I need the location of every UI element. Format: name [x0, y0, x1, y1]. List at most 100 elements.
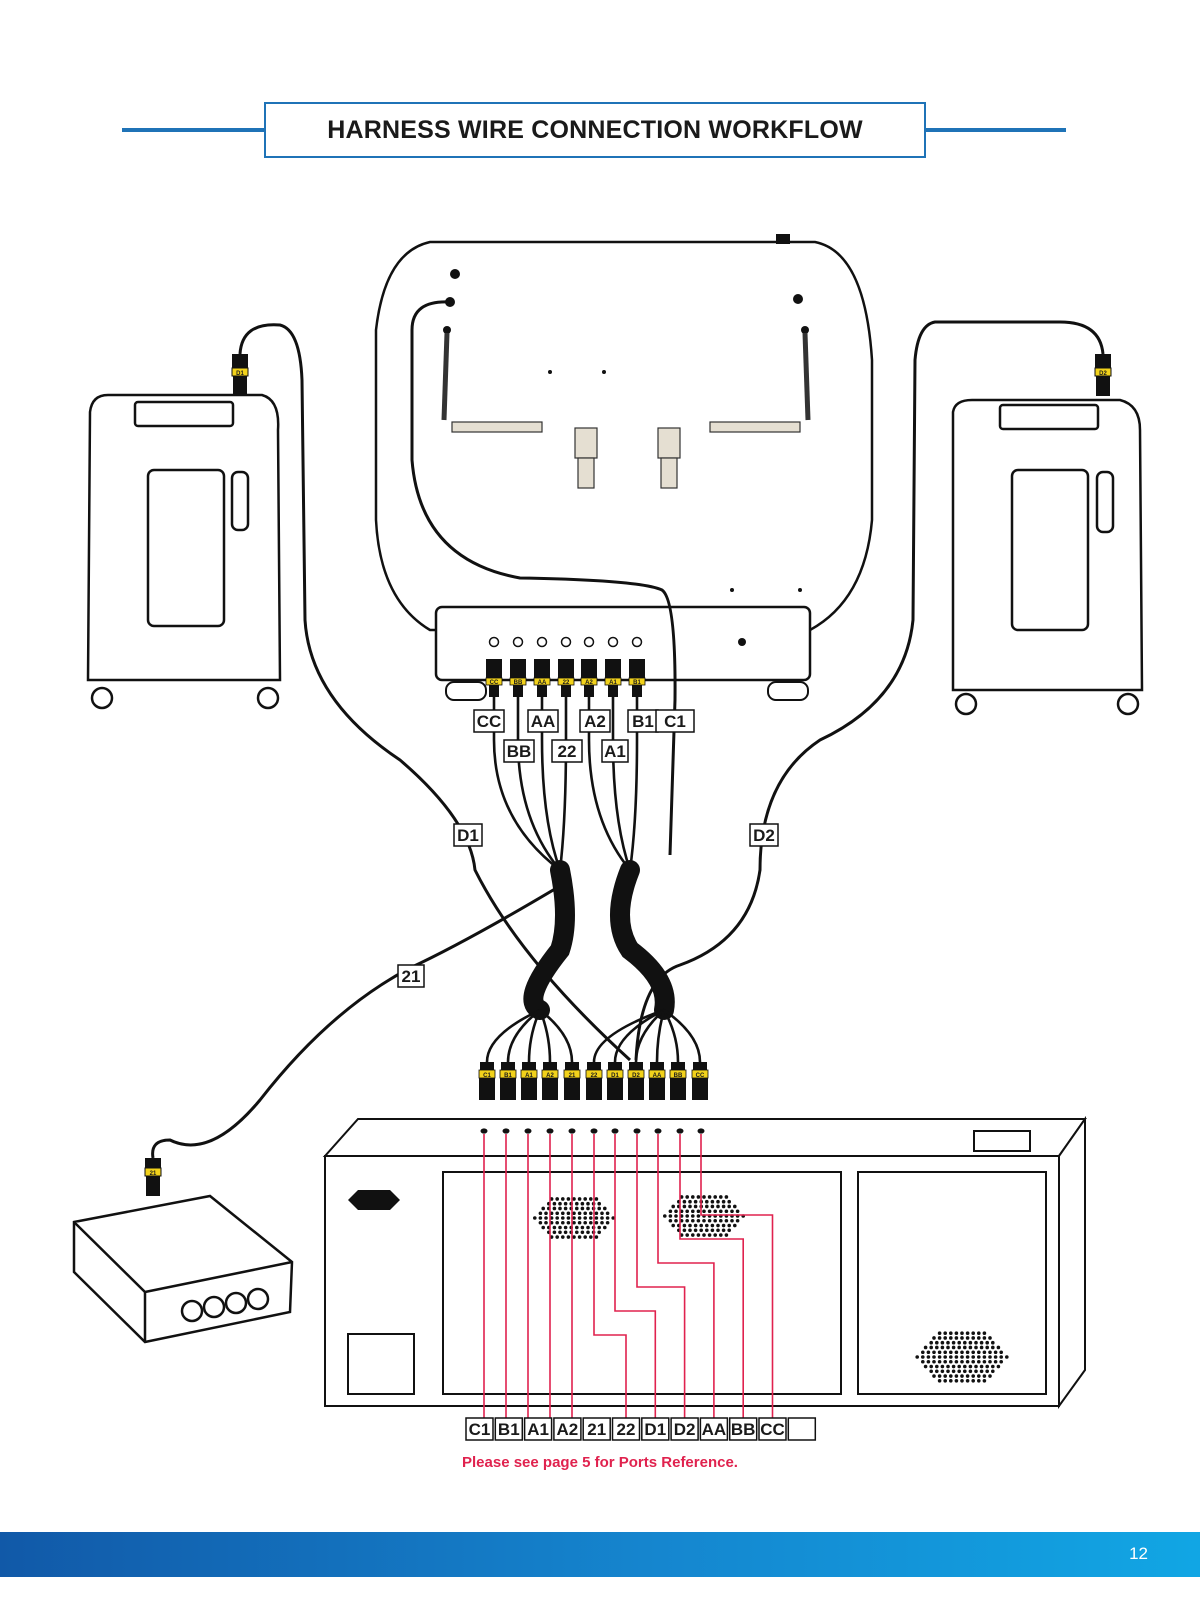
- svg-text:21: 21: [150, 1171, 157, 1177]
- bottom-port-label-12: [787, 1417, 817, 1441]
- panel-port-7: [611, 1128, 619, 1134]
- manifold-port-1: [488, 636, 500, 648]
- lower-harness-wire-7: [613, 1008, 665, 1063]
- bottom-port-label-9-text: AA: [702, 1420, 727, 1439]
- manifold-port-2: [512, 636, 524, 648]
- connection-labels: D1 D2 21: [397, 823, 779, 988]
- manifold-port-3: [536, 636, 548, 648]
- lower-connector-8: D2: [627, 1062, 645, 1100]
- harness-wire-7: [628, 697, 639, 871]
- manifold-plug-tag: A1: [609, 680, 617, 686]
- panel-port-10: [676, 1128, 684, 1134]
- lower-harness-wire-6: [592, 1008, 665, 1063]
- page-title: HARNESS WIRE CONNECTION WORKFLOW: [264, 102, 926, 158]
- lower-connector-tag: A2: [546, 1073, 554, 1079]
- title-rule-left: [122, 128, 264, 132]
- lower-connector-11: CC: [691, 1062, 709, 1100]
- upper-wire-label-2: BB: [503, 739, 535, 763]
- upper-wire-label-6: A1: [601, 739, 629, 763]
- label-d2: D2: [749, 823, 779, 847]
- lower-connector-tag: AA: [653, 1073, 662, 1079]
- manifold-port-6: [607, 636, 619, 648]
- bottom-port-label-6-text: 22: [617, 1420, 636, 1439]
- wire-d2: [634, 320, 1105, 1061]
- lower-connector-tag: C1: [483, 1073, 491, 1079]
- harness-loom: [523, 860, 675, 1020]
- page-number: 12: [1129, 1544, 1148, 1563]
- compressor-unit: [72, 1194, 294, 1344]
- bottom-port-label-7-text: D1: [644, 1420, 666, 1439]
- manifold-plug-tag: B1: [633, 680, 641, 686]
- bottom-port-label-6: 22: [611, 1417, 641, 1441]
- lower-harness-wire-11: [663, 1008, 702, 1063]
- plug-21: 21: [144, 1158, 162, 1196]
- harness-wire-1: [492, 697, 561, 872]
- manifold-plug-1: CC: [485, 659, 503, 697]
- manifold-plug-tag: CC: [490, 680, 499, 686]
- manifold-plug-tag: 22: [563, 680, 570, 686]
- manifold-plug-4: 22: [557, 659, 575, 697]
- label-21-text: 21: [402, 967, 421, 986]
- manifold-plug-5: A2: [580, 659, 598, 697]
- panel-port-3: [524, 1128, 532, 1134]
- bottom-port-label-7: D1: [641, 1417, 670, 1441]
- upper-wire-label-5-text: A2: [584, 712, 606, 731]
- panel-trace-9: [657, 1134, 715, 1418]
- manifold-plug-6: A1: [604, 659, 622, 697]
- ports-reference-note: Please see page 5 for Ports Reference.: [462, 1454, 738, 1471]
- bottom-port-label-2: B1: [494, 1417, 524, 1441]
- lower-harness-wire-2: [506, 1008, 541, 1063]
- panel-port-2: [502, 1128, 510, 1134]
- harness-wire-4: [558, 697, 568, 871]
- bottom-port-label-11: CC: [758, 1417, 787, 1441]
- lower-connector-6: 22: [585, 1062, 603, 1100]
- manifold-plug-tag: BB: [514, 680, 523, 686]
- title-rule-right: [926, 128, 1066, 132]
- bottom-port-label-5-text: 21: [587, 1420, 606, 1439]
- lower-connector-tag: 21: [569, 1073, 576, 1079]
- lower-connector-3: A1: [520, 1062, 538, 1100]
- bottom-port-label-8-text: D2: [674, 1420, 696, 1439]
- panel-trace-8: [636, 1134, 686, 1418]
- lower-connector-2: B1: [499, 1062, 517, 1100]
- bottom-port-label-11-text: CC: [760, 1420, 785, 1439]
- upper-wire-label-2-text: BB: [507, 742, 532, 761]
- manifold-plug-3: AA: [533, 659, 551, 697]
- panel-port-4: [546, 1128, 554, 1134]
- lower-connector-5: 21: [563, 1062, 581, 1100]
- lower-harness-wire-3: [527, 1009, 542, 1063]
- panel-port-6: [590, 1128, 598, 1134]
- harness-wire-5: [587, 697, 632, 871]
- label-d1: D1: [453, 823, 483, 847]
- wire-d1: [238, 323, 632, 1062]
- lower-connector-tag: BB: [674, 1073, 683, 1079]
- wire-c1: [410, 300, 677, 856]
- panel-port-9: [654, 1128, 662, 1134]
- panel-port-8: [633, 1128, 641, 1134]
- upper-wire-label-7-text: B1: [632, 712, 654, 731]
- upper-wire-label-5: A2: [579, 709, 611, 733]
- lower-connector-tag: D1: [611, 1073, 619, 1079]
- lower-connector-1: C1: [478, 1062, 496, 1100]
- cabinet-casters: [445, 681, 809, 701]
- control-box-plate: [348, 1190, 400, 1210]
- manifold-plug-7: B1: [628, 659, 646, 697]
- bottom-port-label-9: AA: [699, 1417, 729, 1441]
- label-d1-text: D1: [457, 826, 479, 845]
- harness-upper-wires: [492, 697, 639, 872]
- lower-harness-wire-5: [539, 1008, 574, 1063]
- upper-wire-label-7: B1: [627, 709, 659, 733]
- plug-d1: D1: [231, 354, 249, 396]
- cabinet-filters: [451, 421, 801, 489]
- lower-connector-4: A2: [541, 1062, 559, 1100]
- bottom-port-label-3-text: A1: [527, 1420, 549, 1439]
- svg-text:D1: D1: [236, 371, 244, 377]
- upper-wire-label-1-text: CC: [477, 712, 502, 731]
- harness-lower-wires: [485, 1008, 702, 1063]
- label-d2-text: D2: [753, 826, 775, 845]
- bottom-port-label-1: C1: [465, 1417, 494, 1441]
